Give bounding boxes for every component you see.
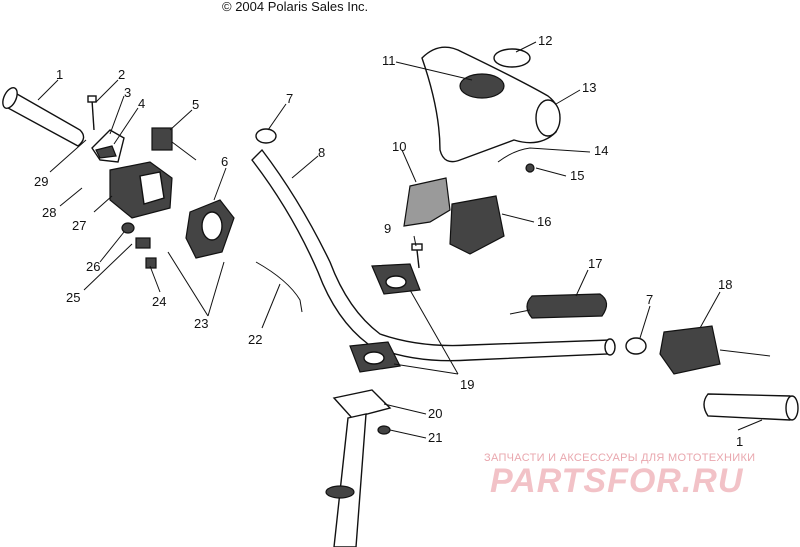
part-throttle-grip-17 [509,293,608,319]
callout-14: 14 [594,143,608,158]
callout-16: 16 [537,214,551,229]
callout-10: 10 [392,139,406,154]
callout-1b: 1 [736,434,743,449]
part-handlebar-pad-13 [421,46,561,163]
part-screw-2 [87,95,97,131]
callout-3: 3 [124,85,131,100]
part-end-plug-7-top [255,128,277,144]
callout-18: 18 [718,277,732,292]
callout-9: 9 [384,221,391,236]
part-knob-26 [121,222,135,234]
callout-29: 29 [34,174,48,189]
copyright-notice: © 2004 Polaris Sales Inc. [222,0,369,14]
part-switch-cover-6 [185,199,235,259]
part-screw-15 [525,163,535,173]
part-grip-right [703,393,799,421]
callout-11: 11 [382,53,396,68]
part-cover-10 [403,177,451,227]
leader-lines [37,41,763,439]
callout-22: 22 [248,332,262,347]
callout-4: 4 [138,96,145,111]
part-clamp-19-upper [371,263,421,295]
callout-23: 23 [194,316,208,331]
part-cover-16 [449,195,505,255]
part-clip-25 [135,237,151,249]
part-end-plug-7-right [625,337,647,355]
callout-2: 2 [118,67,125,82]
callout-25: 25 [66,290,80,305]
callout-7b: 7 [646,292,653,307]
part-grip-left [2,87,85,147]
callout-19: 19 [460,377,474,392]
callout-21: 21 [428,430,442,445]
callout-27: 27 [72,218,86,233]
part-clamp-19-lower [349,341,401,373]
part-handlebar-8 [251,148,616,362]
watermark-logo: PARTSFOR.RU [490,462,744,500]
callout-20: 20 [428,406,442,421]
part-cable-22 [255,261,303,313]
callout-7: 7 [286,91,293,106]
callout-13: 13 [582,80,596,95]
part-nut-24 [145,257,157,269]
watermark-caption: ЗАПЧАСТИ И АКСЕССУАРЫ ДЛЯ МОТОТЕХНИКИ [484,452,756,464]
callout-26: 26 [86,259,100,274]
part-cable-14 [497,147,561,163]
callout-5: 5 [192,97,199,112]
callout-8: 8 [318,145,325,160]
callout-12: 12 [538,33,552,48]
part-bolt-9 [411,243,423,269]
callout-15: 15 [570,168,584,183]
part-lever-bracket [91,129,125,163]
part-throttle-housing-18 [659,325,771,375]
callout-6: 6 [221,154,228,169]
callout-17: 17 [588,256,602,271]
callout-28: 28 [42,205,56,220]
callout-1: 1 [56,67,63,82]
part-connector-5 [151,127,197,161]
part-housing-27 [109,161,173,219]
callout-24: 24 [152,294,166,309]
part-steering-post [325,389,392,547]
